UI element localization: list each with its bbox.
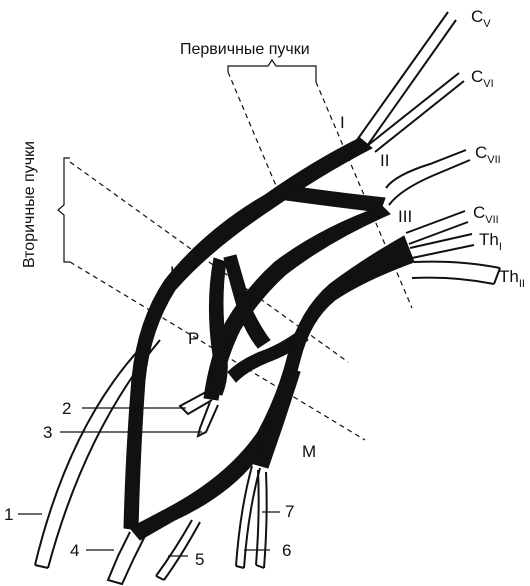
nerve-5-outline-right <box>163 521 201 581</box>
root-thii-end <box>493 267 501 285</box>
trunk-iii-medial-cord <box>129 235 415 541</box>
root-cvii2-upper <box>405 210 466 234</box>
nerve-label-5: 5 <box>195 550 204 569</box>
nerve-5-outline-left <box>155 519 193 577</box>
cord-label-lateral: L <box>170 263 179 282</box>
heading-secondary-cords: Вторичные пучки <box>21 141 38 268</box>
root-label-6: ThII <box>499 267 525 290</box>
nerve-label-6: 6 <box>282 541 291 560</box>
nerve-label-7: 7 <box>285 502 294 521</box>
primary-zone-left-boundary <box>227 71 283 201</box>
primary-trunks-bracket <box>227 58 317 82</box>
trunk-labels: I II III <box>340 113 412 226</box>
root-label-3: CVII <box>475 143 501 166</box>
posterior-to-lateral-link <box>208 257 228 396</box>
nerve-3-outline <box>196 401 219 438</box>
heading-primary-trunks: Первичные пучки <box>180 41 310 58</box>
nerve-labels: 1 2 3 4 5 6 7 <box>4 399 294 569</box>
nerve-1-outline-left <box>34 339 149 566</box>
secondary-cords-bracket <box>57 157 70 263</box>
root-label-4: CVII <box>473 203 499 226</box>
nerve-7-end <box>255 564 265 569</box>
cord-labels: L P M <box>170 263 316 461</box>
trunk-label-2: II <box>380 151 389 170</box>
nerve-6-outline-left <box>235 465 253 567</box>
root-labels: CV CVI CVII CVII ThI ThII <box>471 7 525 290</box>
leader-lines <box>18 407 280 557</box>
posterior-cord-cross <box>223 254 271 349</box>
root-thi-upper <box>409 233 473 249</box>
cord-label-medial: M <box>302 442 316 461</box>
root-label-5: ThI <box>479 230 502 253</box>
trunk-label-1: I <box>340 113 345 132</box>
white-nerves <box>34 11 501 586</box>
root-thi-lower <box>411 244 475 259</box>
medial-cord-lower-branch <box>253 367 301 469</box>
root-cvi-lower <box>374 80 465 153</box>
secondary-zone-top-boundary <box>69 161 349 363</box>
nerve-label-2: 2 <box>62 399 71 418</box>
root-cvii-upper <box>385 149 467 189</box>
root-cv-upper <box>356 11 449 141</box>
root-cv-lower <box>366 19 457 147</box>
root-label-1: CV <box>471 7 491 30</box>
nerve-2-outline <box>178 391 213 416</box>
trunk-label-3: III <box>398 207 412 226</box>
root-cvi-upper <box>366 72 460 147</box>
nerve-label-1: 1 <box>4 505 13 524</box>
root-label-2: CVI <box>471 67 494 90</box>
cord-label-posterior: P <box>188 329 199 348</box>
trunk-i-to-ii-connection <box>285 185 386 213</box>
nerve-label-3: 3 <box>43 423 52 442</box>
root-thii-lower <box>411 276 495 285</box>
nerve-5-end <box>155 575 165 581</box>
nerve-6-end <box>235 565 245 569</box>
root-thii-upper <box>413 260 501 269</box>
black-plexus <box>123 137 415 541</box>
primary-zone-right-boundary <box>315 81 413 309</box>
nerve-7-outline-right <box>263 471 268 569</box>
nerve-4-outline <box>106 531 147 586</box>
root-cvii-lower <box>388 159 471 206</box>
zone-boundaries <box>69 71 413 441</box>
nerve-1-end <box>34 564 49 569</box>
heading-brackets <box>57 58 317 263</box>
medial-cord-inner-link <box>227 329 309 383</box>
root-cvii2-lower <box>408 221 469 245</box>
nerve-7-outline-left <box>255 469 260 566</box>
nerve-label-4: 4 <box>70 541 79 560</box>
